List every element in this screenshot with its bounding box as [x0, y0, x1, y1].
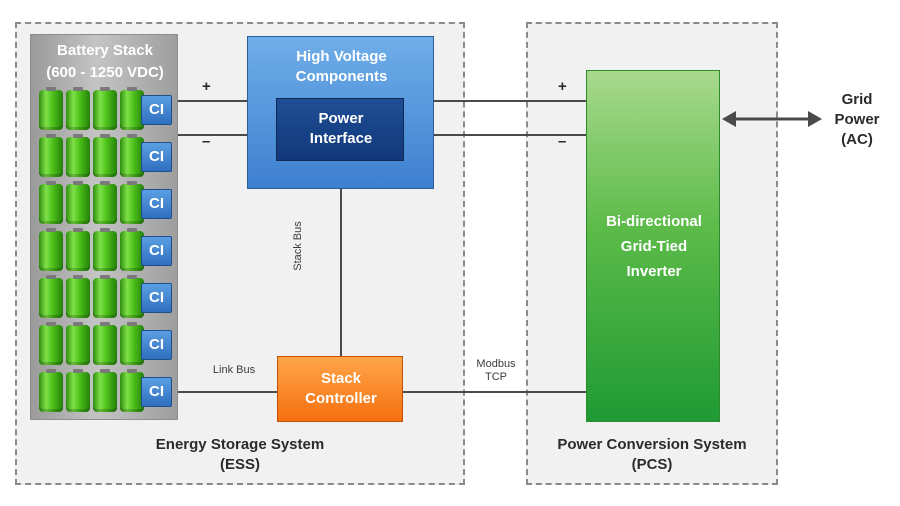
link-bus-line	[172, 391, 277, 393]
pcs-minus-sign: –	[558, 133, 567, 150]
high-voltage-title-line1: High Voltage	[296, 48, 387, 65]
battery-stack-voltage: (600 - 1250 VDC)	[46, 64, 164, 81]
battery-module-row	[39, 228, 144, 271]
high-voltage-title-line2: Components	[295, 68, 388, 85]
stack-bus-label: Stack Bus	[292, 221, 304, 271]
battery-cell-icon	[66, 322, 90, 365]
grid-arrow-icon	[722, 111, 822, 127]
battery-cell-icon	[39, 228, 63, 271]
cell-interface-box: CI	[141, 236, 172, 266]
battery-cell-icon	[93, 275, 117, 318]
grid-power-label: Grid Power (AC)	[812, 90, 900, 150]
stack-controller: Stack Controller	[277, 356, 403, 422]
battery-cell-icon	[39, 369, 63, 412]
battery-cell-icon	[120, 275, 144, 318]
battery-cell-icon	[120, 134, 144, 177]
grid-line1: Grid	[841, 91, 873, 108]
battery-cell-icon	[39, 275, 63, 318]
pcs-abbr: (PCS)	[631, 456, 673, 473]
power-interface-title: Power Interface	[277, 109, 405, 149]
ess-plus-line	[178, 100, 247, 102]
pcs-minus-line	[434, 134, 586, 136]
power-interface: Power Interface	[276, 98, 404, 161]
modbus-label-line2: TCP	[485, 371, 507, 383]
battery-cell-icon	[120, 87, 144, 130]
modbus-line	[403, 391, 586, 393]
stack-controller-title: Stack Controller	[278, 369, 404, 409]
battery-cell-icon	[66, 369, 90, 412]
stack-controller-line1: Stack	[320, 370, 362, 387]
battery-cell-icon	[66, 181, 90, 224]
battery-cell-icon	[39, 181, 63, 224]
battery-cell-icon	[93, 181, 117, 224]
battery-cell-icon	[39, 322, 63, 365]
stack-controller-line2: Controller	[305, 390, 377, 407]
battery-cell-icon	[120, 369, 144, 412]
pcs-plus-sign: +	[558, 78, 567, 95]
pcs-plus-line	[434, 100, 586, 102]
ess-minus-sign: –	[202, 133, 211, 150]
battery-cell-icon	[120, 322, 144, 365]
battery-cell-icon	[93, 87, 117, 130]
battery-cell-icon	[66, 228, 90, 271]
ess-abbr: (ESS)	[219, 456, 260, 473]
battery-cell-icon	[39, 134, 63, 177]
inverter-line3: Inverter	[626, 263, 682, 280]
inverter-line2: Grid-Tied	[620, 238, 688, 255]
battery-cell-icon	[120, 228, 144, 271]
inverter-line1: Bi-directional	[606, 213, 702, 230]
battery-stack-title: Battery Stack	[57, 42, 153, 59]
grid-tied-inverter: Bi-directional Grid-Tied Inverter	[586, 70, 720, 422]
stack-bus-line	[340, 161, 342, 356]
battery-cell-icon	[66, 275, 90, 318]
cell-interface-box: CI	[141, 330, 172, 360]
link-bus-label: Link Bus	[212, 364, 256, 376]
battery-cell-icon	[120, 181, 144, 224]
battery-cell-icon	[39, 87, 63, 130]
battery-module-row	[39, 87, 144, 130]
inverter-title: Bi-directional Grid-Tied Inverter	[587, 209, 721, 284]
ess-label: Energy Storage System (ESS)	[15, 435, 465, 475]
battery-module-row	[39, 134, 144, 177]
grid-line3: (AC)	[841, 131, 873, 148]
battery-module-row	[39, 275, 144, 318]
pcs-name: Power Conversion System	[557, 436, 747, 453]
cell-interface-box: CI	[141, 189, 172, 219]
ess-plus-sign: +	[202, 78, 211, 95]
cell-interface-box: CI	[141, 95, 172, 125]
cell-interface-box: CI	[141, 283, 172, 313]
ess-name: Energy Storage System	[155, 436, 325, 453]
battery-cell-icon	[93, 228, 117, 271]
power-interface-line1: Power	[318, 110, 364, 127]
battery-module-row	[39, 181, 144, 224]
battery-cell-icon	[93, 134, 117, 177]
modbus-label: Modbus TCP	[466, 358, 526, 384]
battery-cell-icon	[66, 87, 90, 130]
ess-minus-line	[178, 134, 247, 136]
modbus-label-line1: Modbus	[476, 358, 516, 370]
grid-line2: Power	[834, 111, 880, 128]
power-interface-line2: Interface	[309, 130, 373, 147]
cell-interface-box: CI	[141, 377, 172, 407]
battery-cell-icon	[93, 369, 117, 412]
pcs-label: Power Conversion System (PCS)	[526, 435, 778, 475]
cell-interface-box: CI	[141, 142, 172, 172]
battery-module-row	[39, 322, 144, 365]
battery-cell-icon	[93, 322, 117, 365]
battery-module-row	[39, 369, 144, 412]
battery-cell-icon	[66, 134, 90, 177]
high-voltage-title: High Voltage Components	[248, 47, 435, 87]
